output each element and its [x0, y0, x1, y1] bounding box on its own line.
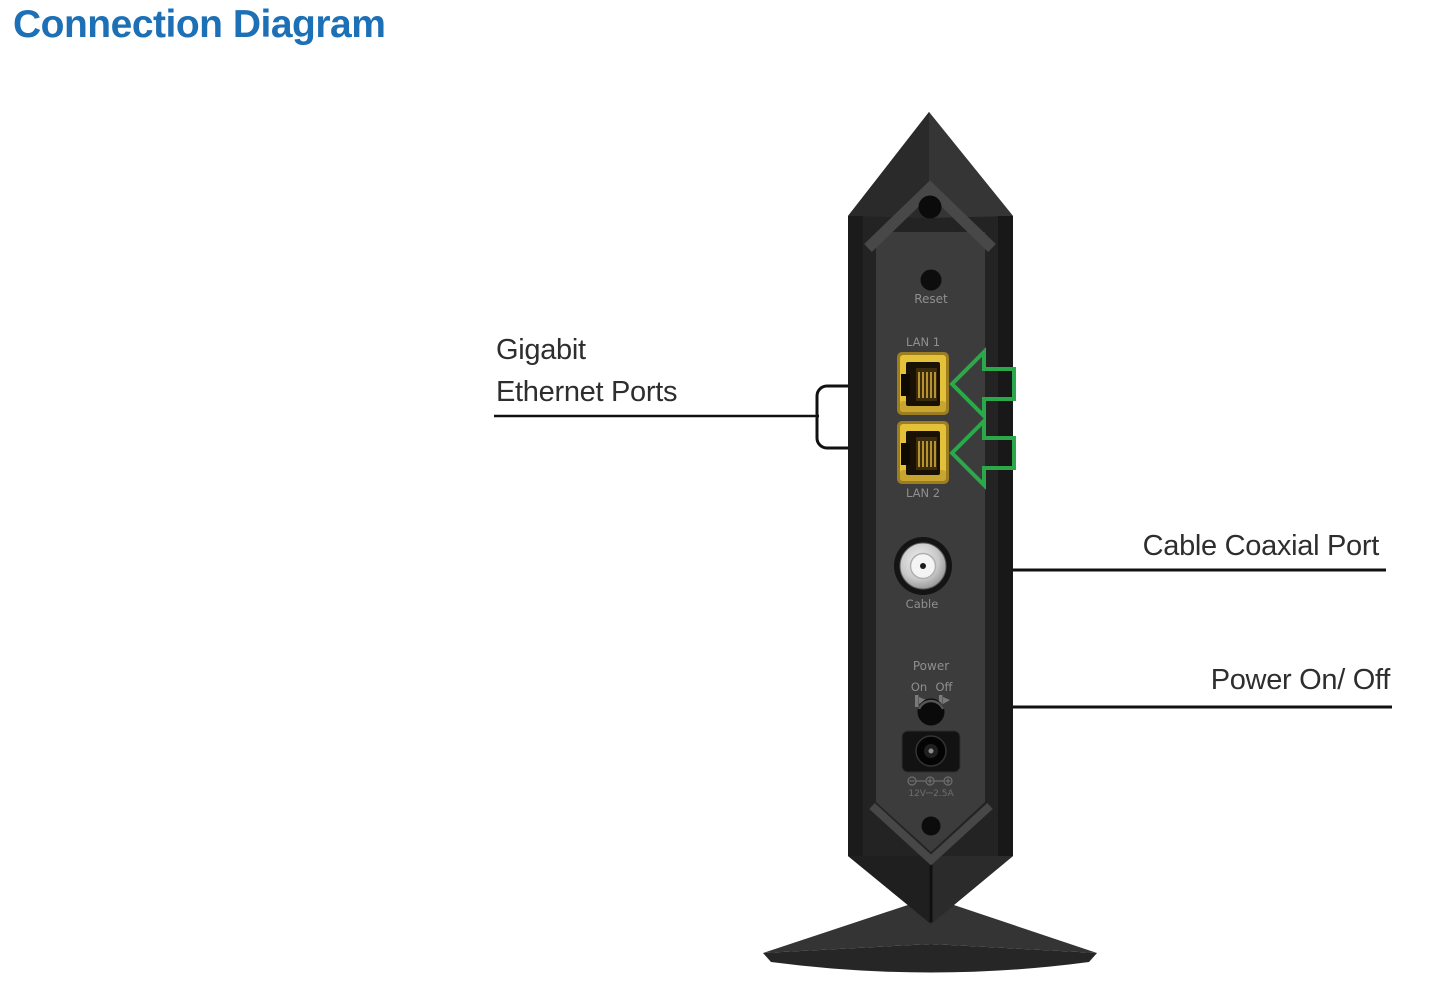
- bottom-chevron-trim: [869, 803, 993, 866]
- bottom-left-facet: [848, 856, 931, 924]
- top-screw-hole: [918, 195, 942, 219]
- roof-right-facet: [929, 112, 1013, 218]
- power-toggle: [917, 698, 945, 726]
- cable-label: Cable: [906, 597, 939, 611]
- dc-power-jack: [901, 730, 961, 773]
- top-chevron-trim: [864, 180, 996, 252]
- lan1-label: LAN 1: [906, 335, 940, 349]
- power-toggle-highlight: [917, 699, 945, 710]
- roof-left-facet: [848, 112, 929, 218]
- stand-top-facet: [763, 899, 1097, 953]
- power-on-label: On: [911, 680, 927, 694]
- power-label: Power: [913, 659, 949, 673]
- callout-power-on-off: Power On/ Off: [1210, 664, 1391, 696]
- callout-gigabit-line1: Gigabit: [496, 334, 586, 366]
- modem-rear-panel: Reset LAN 1: [848, 112, 1013, 924]
- bottom-right-facet: [931, 856, 1013, 924]
- lan2-port: [897, 421, 949, 484]
- lan1-arrow-icon: [949, 347, 1016, 421]
- coax-connector: [894, 537, 952, 595]
- power-position-marks: [915, 695, 950, 707]
- device-stand: [763, 899, 1097, 973]
- reset-label: Reset: [914, 292, 948, 306]
- polarity-icon: [907, 776, 953, 786]
- power-rating-label: 12V⎓2.5A: [908, 789, 954, 799]
- callout-cable-coaxial-port: Cable Coaxial Port: [1142, 530, 1380, 562]
- power-off-label: Off: [936, 680, 954, 694]
- stand-base: [763, 944, 1097, 973]
- gigabit-leader: [494, 384, 887, 450]
- lan1-pins: [918, 372, 936, 398]
- right-bevel: [998, 216, 1013, 856]
- lan2-pins: [918, 441, 936, 467]
- left-bevel: [848, 216, 863, 856]
- reset-hole: [920, 269, 942, 291]
- lan2-label: LAN 2: [906, 486, 940, 500]
- lan-port-arrows: [949, 347, 1016, 490]
- lan1-port: [897, 352, 949, 415]
- lan2-arrow-icon: [949, 416, 1016, 490]
- bottom-screw-hole: [921, 816, 941, 836]
- callout-gigabit-line2: Ethernet Ports: [496, 376, 678, 408]
- page-title: Connection Diagram: [13, 3, 386, 46]
- callout-gigabit-ethernet-ports: Gigabit Ethernet Ports: [496, 329, 677, 413]
